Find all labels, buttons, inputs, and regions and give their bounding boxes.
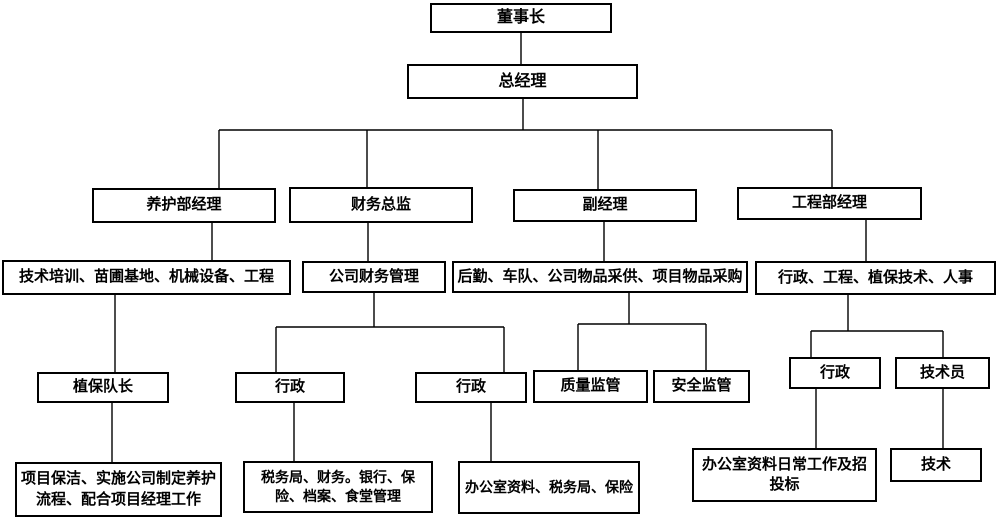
org-node-label: 技术员 bbox=[919, 363, 965, 381]
org-node-label: 行政 bbox=[274, 378, 305, 396]
org-node-label: 技术培训、苗圃基地、机械设备、工程 bbox=[18, 268, 274, 286]
org-node-label: 后勤、车队、公司物品采供、项目物品采购 bbox=[457, 267, 743, 285]
org-node-plant-protect-lead: 植保队长 bbox=[37, 372, 169, 403]
org-node-quality-monitor: 质量监管 bbox=[533, 370, 648, 403]
org-node-finance-director: 财务总监 bbox=[289, 187, 473, 223]
org-node-office-docs: 办公室资料、税务局、保险 bbox=[458, 461, 640, 514]
org-node-label: 行政、工程、植保技术、人事 bbox=[777, 268, 973, 286]
org-node-label: 公司财务管理 bbox=[328, 267, 419, 285]
org-node-label: 办公室资料日常工作及招投标 bbox=[701, 455, 867, 493]
org-node-finance-mgmt: 公司财务管理 bbox=[302, 261, 446, 293]
org-node-general-manager: 总经理 bbox=[407, 64, 638, 99]
org-node-label: 行政 bbox=[455, 378, 486, 396]
org-node-office-daily: 办公室资料日常工作及招投标 bbox=[692, 448, 877, 502]
org-node-chairman: 董事长 bbox=[430, 3, 612, 33]
org-node-engineering-scope: 行政、工程、植保技术、人事 bbox=[755, 261, 996, 295]
org-node-label: 副经理 bbox=[582, 196, 628, 214]
org-node-label: 税务局、财务。银行、保险、档案、食堂管理 bbox=[261, 469, 415, 504]
org-node-label: 技术 bbox=[920, 455, 951, 473]
org-node-logistics: 后勤、车队、公司物品采供、项目物品采购 bbox=[452, 261, 748, 293]
org-node-admin-3: 行政 bbox=[789, 357, 881, 389]
org-node-label: 安全监管 bbox=[671, 377, 732, 395]
org-node-label: 财务总监 bbox=[350, 195, 411, 213]
org-node-safety-monitor: 安全监管 bbox=[653, 370, 750, 403]
org-node-label: 董事长 bbox=[496, 9, 545, 27]
org-node-engineering-manager: 工程部经理 bbox=[737, 187, 922, 220]
org-node-tax-finance: 税务局、财务。银行、保险、档案、食堂管理 bbox=[243, 461, 433, 513]
org-node-technician: 技术员 bbox=[895, 357, 990, 389]
org-node-label: 植保队长 bbox=[72, 378, 133, 396]
org-node-label: 行政 bbox=[819, 363, 850, 381]
org-node-label: 总经理 bbox=[498, 72, 547, 90]
org-node-deputy-manager: 副经理 bbox=[513, 189, 697, 222]
org-node-label: 项目保洁、实施公司制定养护流程、配合项目经理工作 bbox=[20, 470, 216, 508]
org-node-label: 工程部经理 bbox=[791, 194, 867, 212]
org-node-admin-2: 行政 bbox=[415, 372, 527, 403]
org-node-project-cleaning: 项目保洁、实施公司制定养护流程、配合项目经理工作 bbox=[15, 462, 222, 517]
org-node-label: 办公室资料、税务局、保险 bbox=[465, 479, 633, 496]
org-node-maintenance-scope: 技术培训、苗圃基地、机械设备、工程 bbox=[2, 260, 291, 295]
org-node-label: 养护部经理 bbox=[146, 196, 222, 214]
org-node-tech: 技术 bbox=[890, 448, 982, 482]
org-node-maintenance-manager: 养护部经理 bbox=[92, 188, 276, 223]
org-node-label: 质量监管 bbox=[560, 377, 621, 395]
org-node-admin-1: 行政 bbox=[235, 372, 345, 403]
